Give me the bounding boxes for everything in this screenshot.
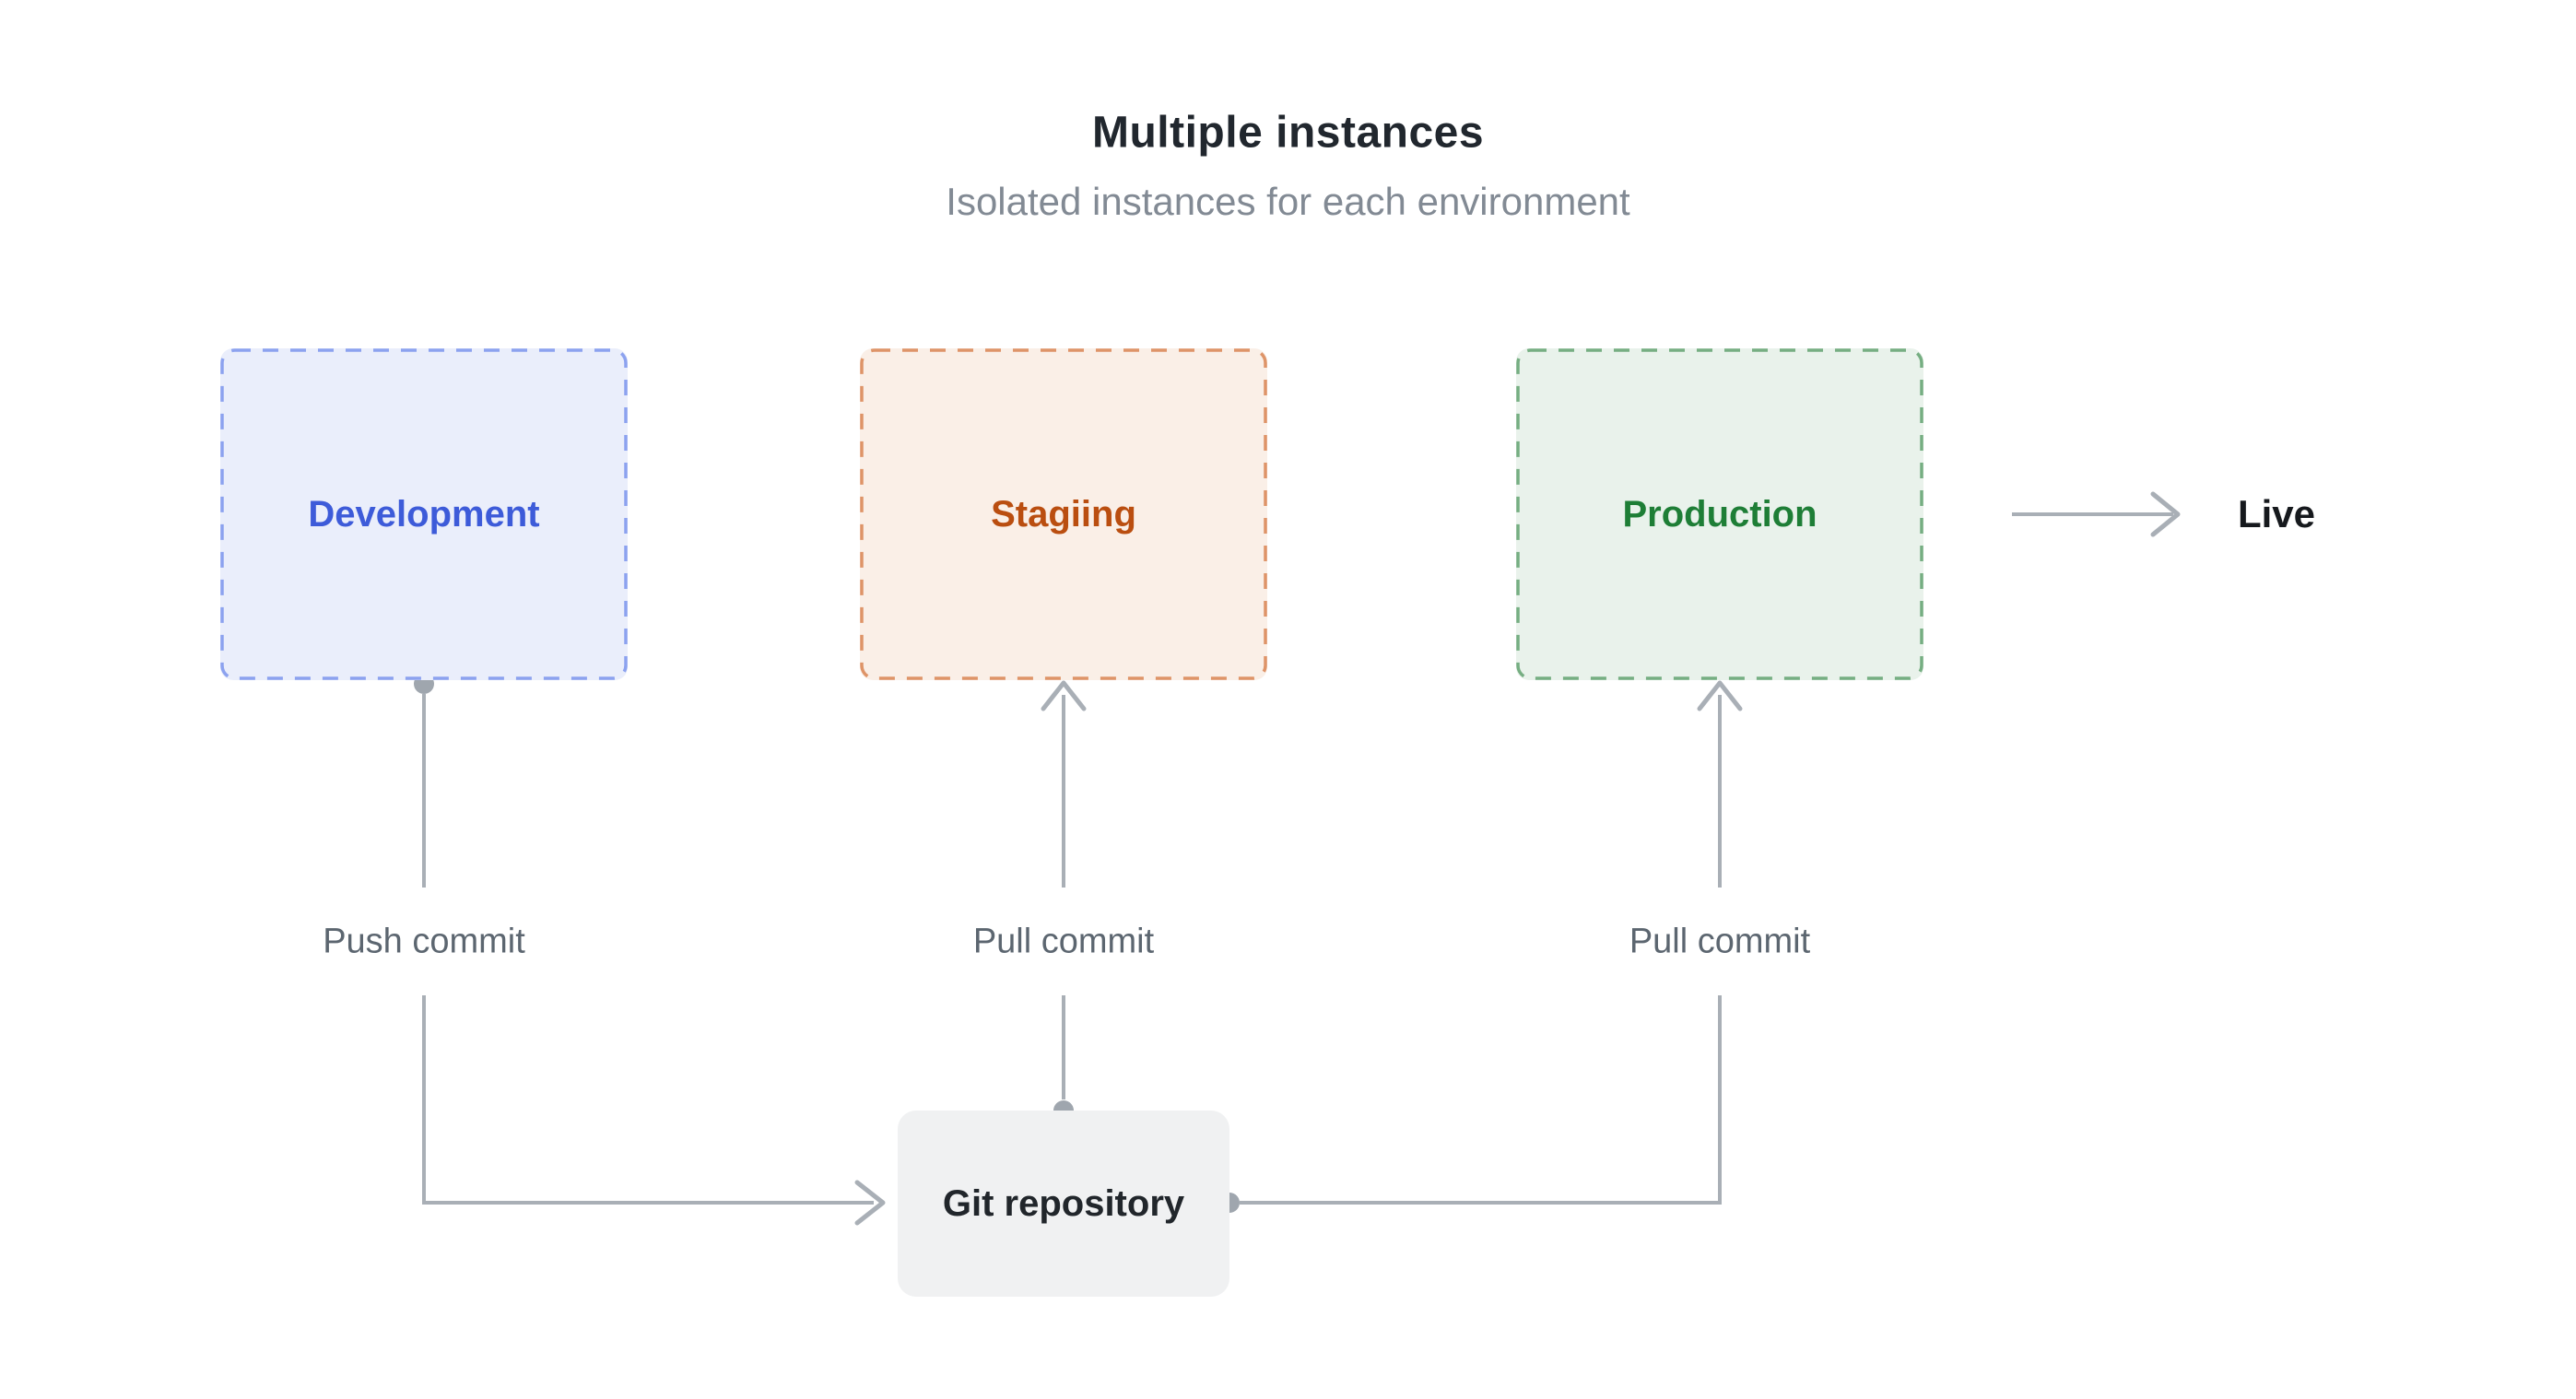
- live-label: Live: [2237, 492, 2316, 535]
- edge-label-pull-commit-production: Pull commit: [1619, 916, 1820, 968]
- arrowhead-into-live-icon: [2150, 491, 2181, 537]
- git-repository-box: Git repository: [898, 1111, 1229, 1297]
- page-subtitle: Isolated instances for each environment: [946, 180, 1630, 223]
- arrowhead-into-staging-icon: [1041, 680, 1087, 711]
- connector-git-to-production: [1240, 995, 1722, 1205]
- environment-label-development: Development: [308, 493, 540, 535]
- edge-label-push-commit: Push commit: [313, 916, 535, 968]
- environment-box-development: Development: [220, 348, 628, 680]
- environment-box-production: Production: [1516, 348, 1923, 680]
- git-repository-label: Git repository: [942, 1182, 1185, 1224]
- arrowhead-into-git-icon: [854, 1180, 886, 1226]
- environment-box-staging: Stagiing: [860, 348, 1267, 680]
- environment-label-production: Production: [1622, 493, 1817, 535]
- arrowhead-into-production-icon: [1697, 680, 1743, 711]
- connector-development-to-git: [422, 995, 874, 1205]
- environment-label-staging: Stagiing: [991, 493, 1136, 535]
- page-title: Multiple instances: [1091, 108, 1485, 158]
- edge-label-pull-commit-staging: Pull commit: [963, 916, 1164, 968]
